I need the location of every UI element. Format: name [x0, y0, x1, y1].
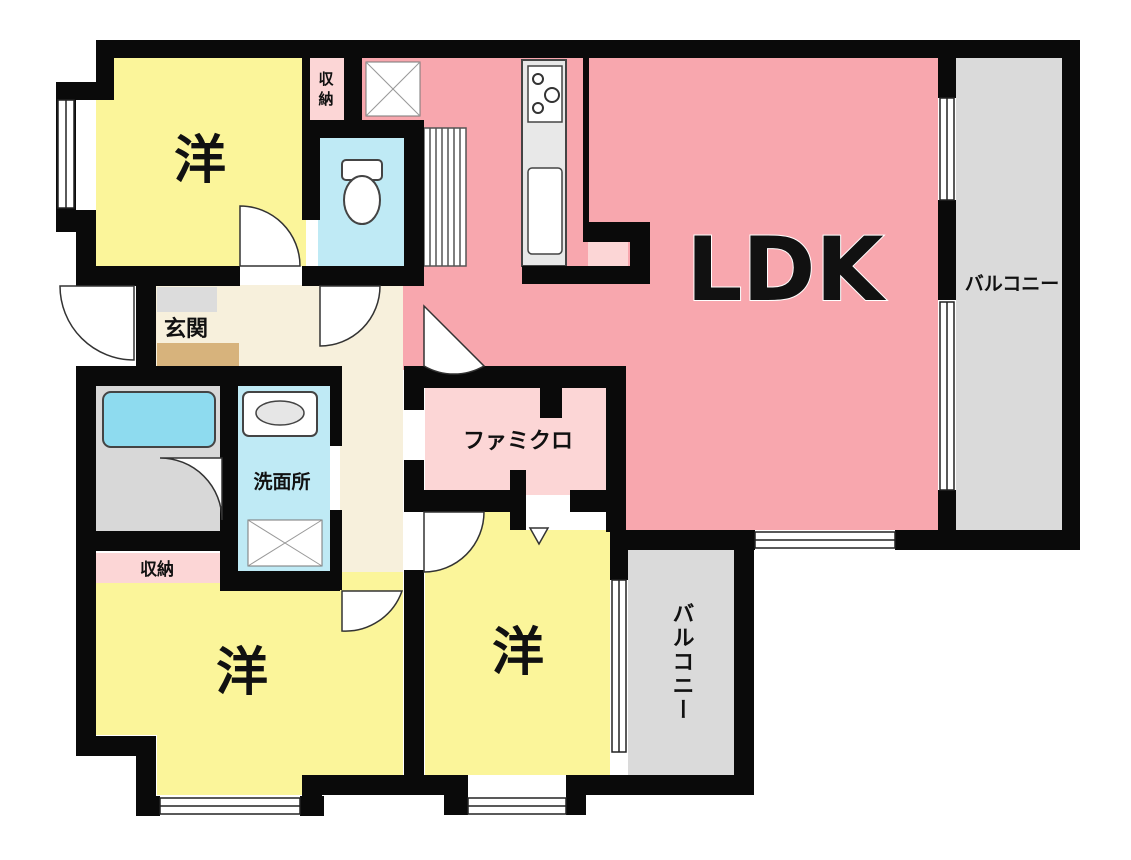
balcony-right-label: バルコニー	[965, 273, 1060, 295]
closet-door-arrow	[528, 527, 550, 546]
balcony-small-fill	[628, 550, 734, 775]
storage-top-fill	[306, 58, 344, 120]
western-room-top-label: 洋	[174, 131, 226, 191]
hallway-fill	[238, 285, 403, 572]
washing-machine-cross-2	[247, 519, 323, 567]
entrance-label: 玄関	[164, 316, 208, 342]
storage-left-fill	[95, 553, 220, 583]
washroom-label: 洗面所	[253, 470, 310, 493]
windows	[57, 97, 955, 815]
toilet-bowl	[343, 175, 381, 225]
western-room-bottom-left-label: 洋	[216, 643, 268, 703]
stove-burner-3	[532, 102, 544, 114]
bathtub	[102, 391, 216, 448]
western-room-bottom-left-fill	[95, 572, 403, 795]
storage-left-label: 収納	[140, 559, 174, 580]
storage-top-label-line2: 納	[318, 90, 333, 108]
balcony-right-fill	[956, 58, 1062, 530]
family-closet-label: ファミクロ	[463, 429, 573, 454]
family-closet-fill	[425, 388, 610, 530]
washbasin-bowl	[255, 400, 305, 426]
shelving	[423, 127, 467, 267]
entrance-floor-tiles	[157, 287, 217, 312]
stove-burner-2	[544, 87, 560, 103]
kitchen-sink	[527, 167, 563, 255]
storage-top-label-line1: 収	[318, 70, 334, 88]
ldk-fill	[344, 58, 938, 530]
ldk-label: LDK	[686, 218, 886, 321]
refrigerator-cross-2	[365, 61, 421, 117]
western-room-bottom-right-fill	[425, 512, 610, 775]
stove-burner	[532, 73, 544, 85]
door-swings	[59, 205, 486, 632]
balcony-small-label: バルコニー	[669, 602, 694, 722]
western-room-bottom-right-label: 洋	[492, 623, 544, 683]
entrance-step	[157, 343, 239, 370]
